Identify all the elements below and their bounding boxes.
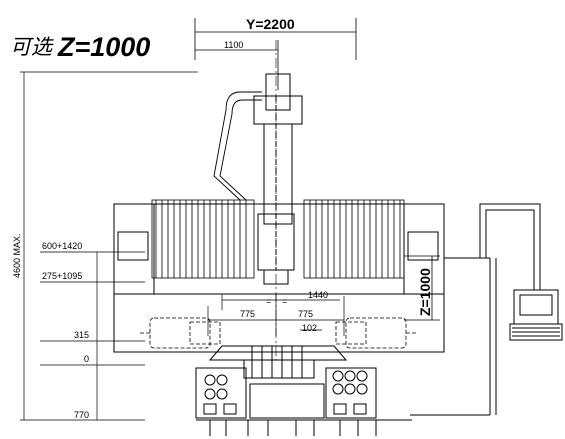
span-1440-label: 1440 — [308, 290, 328, 300]
height-315: 315 — [74, 330, 89, 340]
z-travel-label: Z=1000 — [417, 268, 433, 316]
height-0: 0 — [84, 354, 89, 364]
overall-height-label: 4600 MAX. — [12, 233, 22, 278]
height-dimension-lines — [20, 71, 198, 421]
machine-table — [195, 345, 377, 419]
left-bellows-cover — [151, 199, 255, 279]
spindle-ram — [253, 73, 303, 285]
y-travel-label: Y=2200 — [246, 16, 295, 32]
slot-102-label: 102 — [302, 323, 317, 333]
left-magazine — [203, 374, 237, 415]
control-pendant — [479, 203, 563, 415]
half-775-left: 775 — [240, 309, 255, 319]
y-travel-dimension — [194, 18, 357, 90]
height-770: 770 — [74, 410, 89, 420]
height-600-1420: 600+1420 — [42, 241, 82, 251]
right-tool-head — [335, 317, 416, 349]
cable-carrier — [213, 91, 262, 201]
offset-1100-label: 1100 — [224, 40, 243, 50]
z-option-title: Z=1000 — [57, 32, 150, 62]
gantry-frame — [113, 203, 491, 416]
half-775-right: 775 — [298, 309, 313, 319]
optional-label: 可选 — [10, 35, 54, 59]
z-travel-dimension — [404, 255, 440, 321]
floor-line — [196, 419, 412, 436]
equal-right: = — [282, 296, 287, 306]
height-275-1095: 275+1095 — [42, 271, 82, 281]
right-magazine — [332, 370, 368, 415]
equal-left: = — [266, 296, 271, 306]
right-bellows-cover — [303, 199, 405, 279]
table-width-dimensions — [207, 294, 345, 336]
left-tool-head — [140, 317, 221, 349]
